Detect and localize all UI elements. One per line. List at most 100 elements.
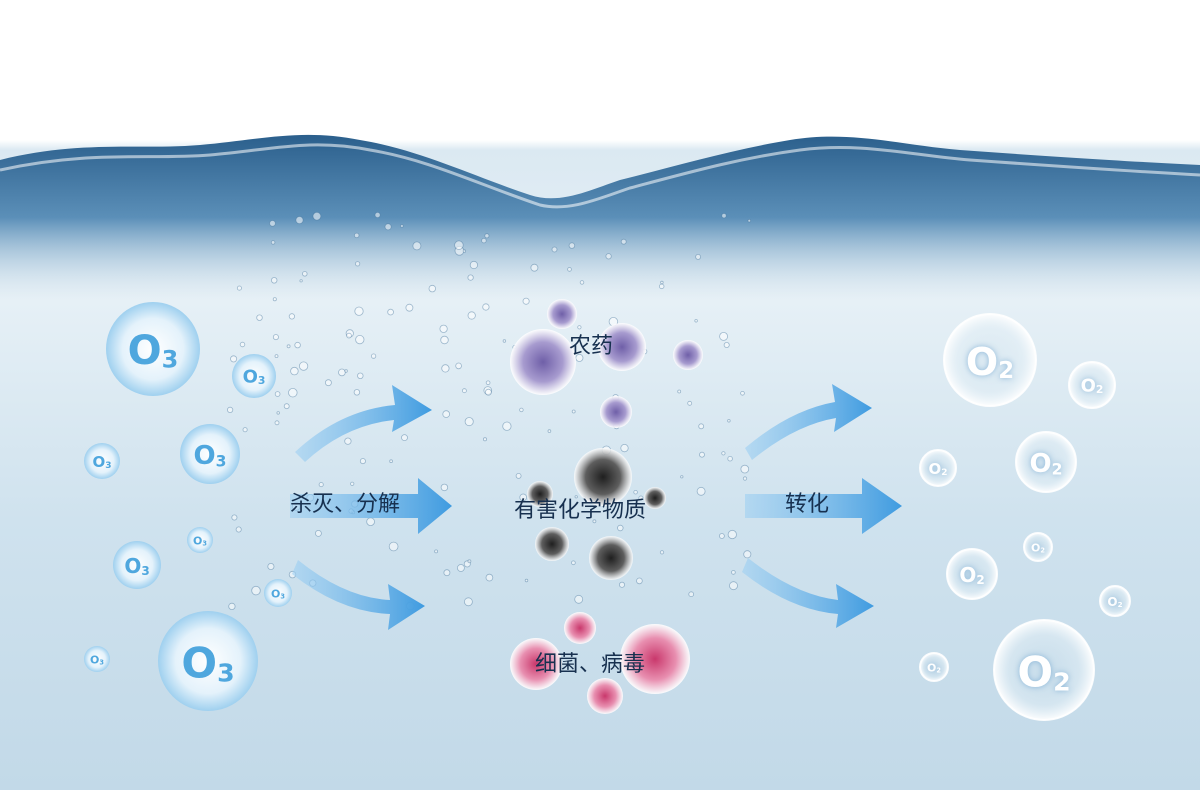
fizz-bubble	[338, 368, 346, 377]
fizz-bubble	[443, 569, 451, 577]
fizz-bubble	[579, 280, 585, 285]
fizz-bubble	[441, 364, 450, 373]
chemical-ball	[589, 536, 633, 580]
pesticide-ball	[673, 340, 703, 370]
ozone-symbol: O3	[193, 441, 227, 471]
oxygen-bubble	[1015, 431, 1077, 493]
fizz-bubble	[272, 334, 279, 341]
ozone-symbol: O3	[181, 638, 235, 688]
ozone-bubble	[84, 646, 110, 672]
fizz-bubble	[482, 303, 490, 311]
fizz-bubble	[442, 410, 451, 418]
arrow-right-upper	[745, 384, 872, 460]
oxygen-bubble	[993, 619, 1095, 721]
fizz-bubble	[551, 246, 558, 253]
fizz-bubble	[283, 403, 290, 410]
fizz-bubble	[355, 334, 365, 345]
fizz-bubble	[467, 274, 474, 281]
fizz-bubble	[299, 279, 303, 283]
fizz-bubble	[660, 280, 664, 285]
fizz-bubble	[680, 475, 684, 479]
fizz-bubble	[502, 421, 512, 431]
fizz-bubble	[359, 458, 366, 465]
fizz-bubble	[485, 380, 491, 386]
fizz-bubble	[636, 577, 643, 585]
fizz-bubble	[357, 372, 364, 379]
fizz-bubble	[617, 524, 624, 532]
fizz-bubble	[405, 303, 414, 312]
fizz-bubble	[274, 420, 280, 426]
ozone-bubble	[180, 424, 240, 484]
arrow-right-middle	[745, 478, 902, 534]
fizz-bubble	[659, 283, 665, 290]
fizz-bubble	[695, 253, 701, 260]
fizz-bubble	[227, 406, 234, 413]
fizz-bubble	[354, 232, 360, 239]
fizz-bubble	[231, 514, 238, 521]
fizz-bubble	[742, 476, 748, 481]
fizz-bubble	[727, 529, 737, 540]
ozone-symbol: O3	[242, 366, 266, 388]
ozone-symbol: O3	[124, 554, 150, 578]
fizz-bubble	[620, 238, 627, 245]
ozone-bubble	[264, 579, 292, 607]
fizz-bubble	[482, 437, 487, 442]
arrow-left-middle	[290, 478, 452, 534]
oxygen-bubble	[1023, 532, 1053, 562]
fizz-bubble	[346, 332, 352, 339]
fizz-bubble	[288, 388, 298, 398]
fizz-bubble	[677, 389, 682, 394]
fizz-bubble	[354, 261, 361, 267]
fizz-bubble	[455, 362, 462, 370]
fizz-bubble	[688, 591, 694, 597]
ozone-bubble	[232, 354, 276, 398]
fizz-bubble	[269, 220, 276, 227]
fizz-bubble	[698, 423, 705, 430]
fizz-bubble	[575, 353, 584, 362]
oxygen-bubble	[919, 652, 949, 682]
fizz-bubble	[719, 533, 725, 539]
fizz-bubble	[568, 242, 576, 249]
fizz-bubble	[387, 308, 394, 316]
fizz-bubble	[230, 355, 238, 363]
fizz-bubble	[314, 530, 322, 537]
fizz-bubble	[524, 578, 529, 583]
fizz-bubble	[467, 559, 472, 564]
fizz-bubble	[743, 550, 752, 559]
fizz-bubble	[366, 517, 375, 526]
fizz-bubble	[251, 585, 261, 596]
fizz-bubble	[721, 213, 727, 219]
fizz-bubble	[384, 223, 392, 231]
fizz-bubble	[286, 344, 291, 349]
pesticide-ball	[600, 396, 632, 428]
fizz-bubble	[605, 253, 612, 260]
fizz-bubble	[344, 369, 348, 373]
fizz-bubble	[239, 341, 246, 348]
fizz-bubble	[485, 573, 494, 582]
arrow-right-lower	[742, 558, 874, 628]
pesticide-label: 农药	[569, 334, 614, 359]
fizz-bubble	[312, 211, 322, 221]
fizz-bubble	[723, 341, 730, 348]
ozone-symbol: O3	[271, 587, 285, 601]
oxygen-bubble	[1099, 585, 1131, 617]
fizz-bubble	[242, 427, 248, 433]
fizz-bubble	[454, 240, 464, 250]
oxygen-symbol: O2	[959, 563, 985, 587]
arrow-left-upper	[295, 385, 432, 462]
oxygen-symbol: O2	[1017, 647, 1071, 697]
fizz-bubble	[547, 429, 552, 433]
convert-label: 转化	[785, 492, 830, 517]
ozone-bubble	[84, 443, 120, 479]
fizz-bubble	[694, 319, 698, 323]
fizz-bubble	[400, 224, 404, 228]
fizz-bubble	[350, 481, 355, 486]
fizz-bubble	[344, 437, 352, 445]
ozone-bubble	[113, 541, 161, 589]
fizz-bubble	[302, 271, 308, 277]
fizz-bubble	[731, 570, 736, 575]
fizz-bubble	[235, 526, 242, 533]
fizz-bubble	[412, 241, 422, 251]
fizz-bubble	[401, 434, 408, 442]
